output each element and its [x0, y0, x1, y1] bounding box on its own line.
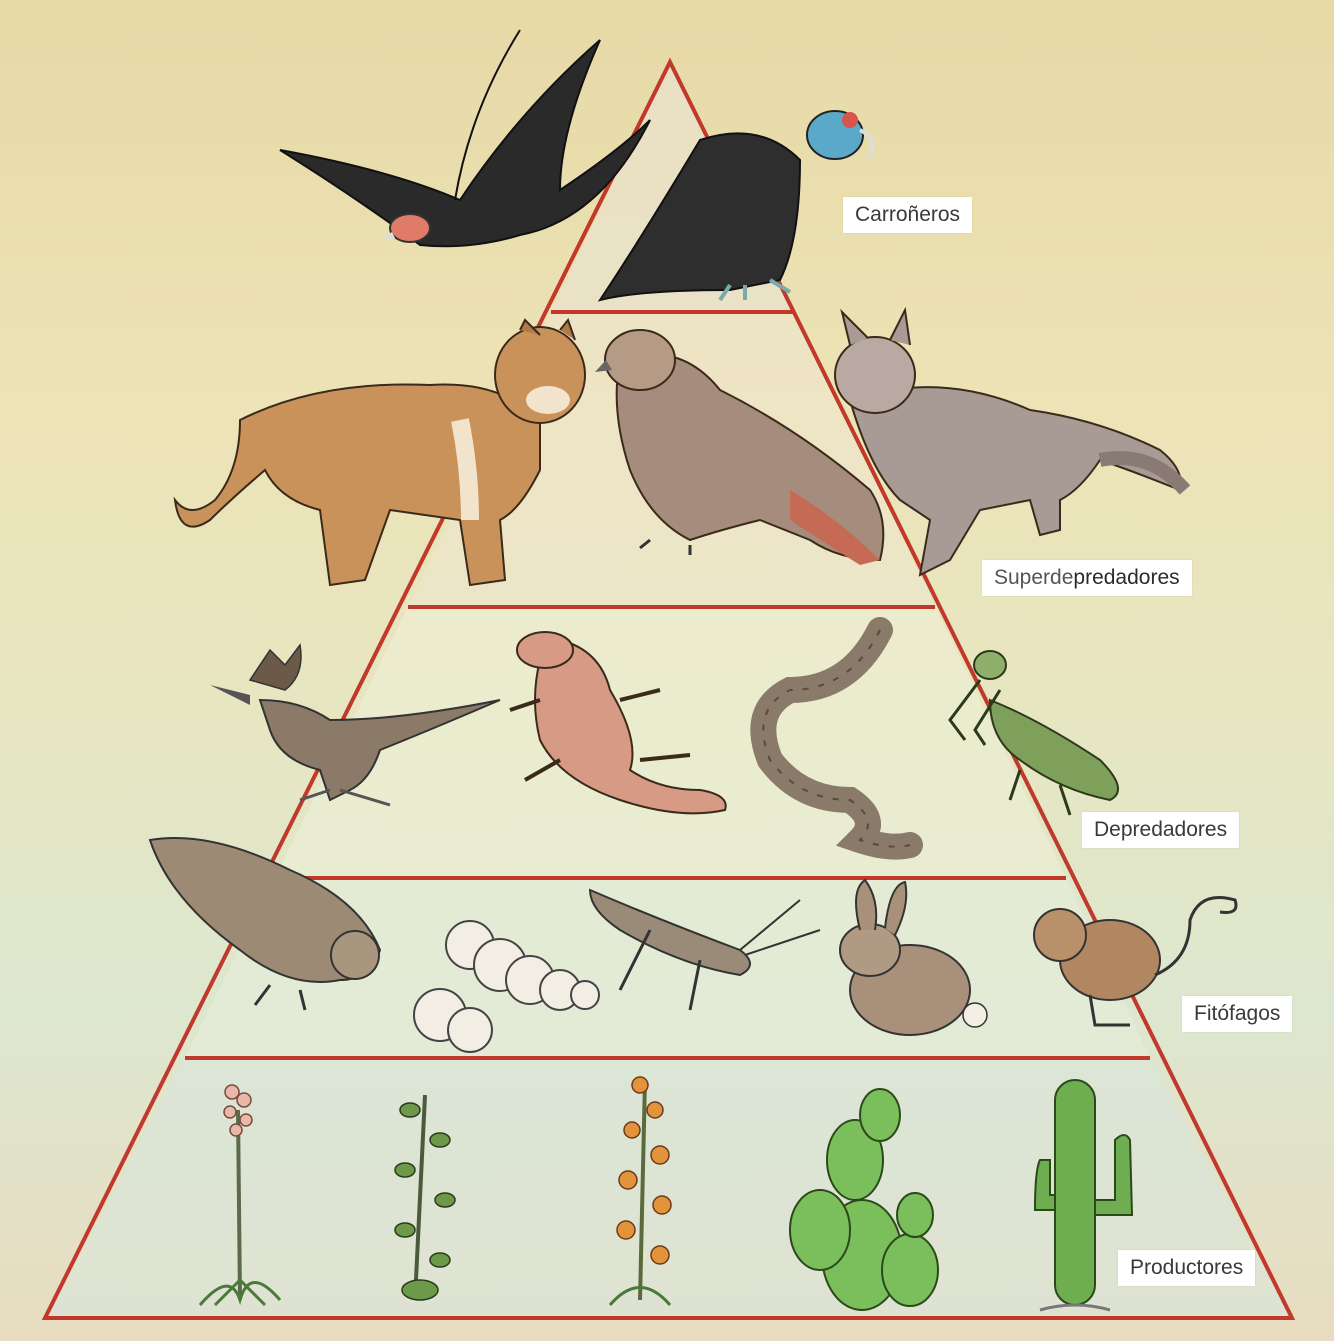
label-scavengers: Carroñeros: [843, 197, 972, 233]
tier-producers: [45, 1058, 1292, 1318]
label-superpredators-prefix: Superde: [994, 566, 1073, 589]
label-superpredators-suffix: predadores: [1073, 566, 1179, 589]
tier-scavengers: [551, 62, 795, 312]
tier-herbivores: [185, 878, 1150, 1058]
tier-superpredators: [408, 312, 935, 607]
label-predators: Depredadores: [1082, 812, 1239, 848]
label-superpredators: Superdepredadores: [982, 560, 1192, 596]
tier-predators: [275, 607, 1066, 878]
label-producers: Productores: [1118, 1250, 1255, 1286]
label-herbivores: Fitófagos: [1182, 996, 1292, 1032]
